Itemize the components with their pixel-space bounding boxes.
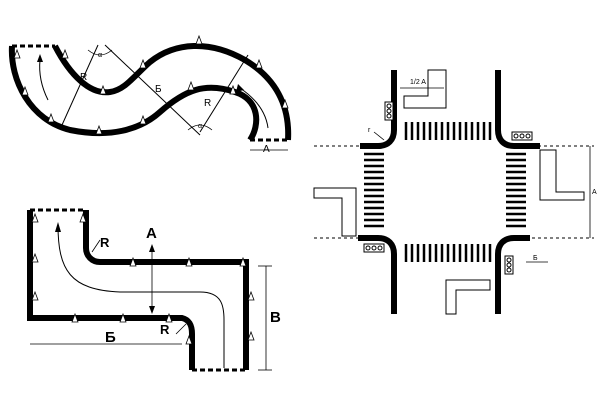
s-curve-width-line [104,44,201,136]
s-curve-arrowhead-2 [236,84,244,92]
intersection-diagram: 1/2 A A Б r [313,69,597,315]
pp-left-wall [27,210,195,370]
pp-inner-wall [83,210,249,370]
s-curve-label-b: Б [155,84,162,95]
s-curve-angle-arc-1 [87,49,113,56]
s-curve-label-alpha-1: α [98,52,102,59]
crosswalk-west [364,152,384,228]
intersection-curb-ne [495,70,540,149]
traffic-light-east [511,131,533,141]
intersection-curb-se [495,235,530,314]
pp-label-r2: R [160,322,170,337]
s-curve-label-alpha-2: α [198,123,202,130]
intersection-curb-sw [358,235,397,314]
parallel-park-diagram: R R A Б B [27,208,281,372]
pp-dim-a-arrow-bot [149,306,155,314]
pp-travel-path [57,224,225,368]
traffic-light-south [504,255,514,275]
pp-dim-a-arrow-top [149,244,155,252]
pp-r1-leader [91,239,101,253]
block-south [445,279,491,315]
s-curve-inner-boundary [52,42,292,141]
traffic-light-west [363,243,385,253]
s-curve-outer-boundary [8,45,260,142]
crosswalk-south [404,244,492,262]
pp-cones [31,212,255,345]
s-curve-direction-arrow-2 [239,87,269,129]
s-curve-radius-line-2 [199,54,249,133]
pp-label-b: Б [105,329,116,346]
intersection-label-half-a: 1/2 A [410,79,426,86]
traffic-light-north [384,101,394,121]
s-curve-cones [13,34,289,135]
intersection-r-leader [373,131,385,141]
s-curve-angle-arc-2 [187,124,213,131]
block-east [539,149,585,201]
s-curve-label-r1: R [80,72,87,83]
s-curve-label-r2: R [204,98,211,109]
crosswalk-east [506,152,526,228]
intersection-curb-nw [360,70,397,149]
pp-r2-leader [175,323,187,335]
pp-arrowhead-top [55,222,61,232]
intersection-label-r: r [368,127,371,134]
block-west [313,187,357,237]
intersection-label-b: Б [533,255,538,262]
pp-label-a: A [146,225,157,242]
block-north [403,69,447,109]
intersection-label-a: A [592,189,597,196]
pp-label-r1: R [100,235,110,250]
s-curve-diagram: R R Б A α α [8,34,292,155]
crosswalk-north [404,122,492,140]
s-curve-radius-line-1 [61,44,99,126]
pp-label-v: B [270,309,281,326]
s-curve-label-a: A [263,144,270,155]
s-curve-direction-arrow-1 [39,59,49,101]
s-curve-arrowhead-1 [37,54,43,62]
